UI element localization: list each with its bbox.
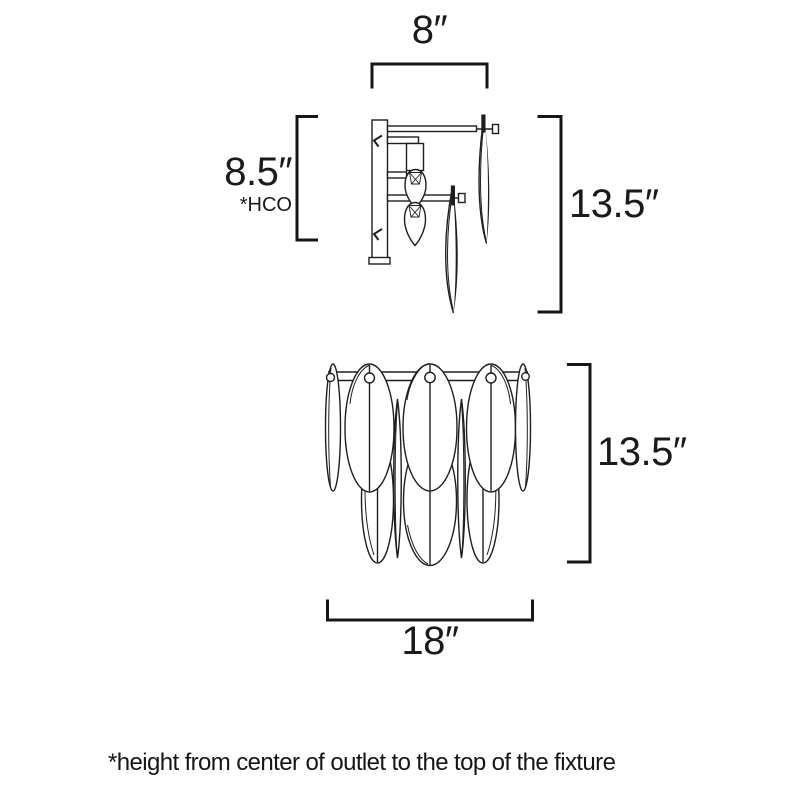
glass-blade-lower [444,185,466,314]
dim-label-hco: 8.5″ *HCO [178,151,292,216]
oval-panel-top-center [402,363,458,492]
oval-panel-top-right [465,363,517,493]
dim-label-front-height: 13.5″ [597,430,687,474]
glass-blade-upper [476,114,500,244]
mounting-arms [386,125,478,202]
dim-bracket-top-width [370,62,489,89]
dim-bracket-side-height [537,115,563,314]
dim-label-hco-value: 8.5″ [224,150,292,194]
dim-label-side-height: 13.5″ [569,182,659,226]
dim-bracket-front-width [326,599,534,622]
dim-bracket-front-height [567,363,592,564]
dim-label-front-width: 18″ [401,619,459,663]
dim-bracket-hco [295,115,318,242]
mounting-hook-icon [372,134,383,241]
candle-bulb-lower [403,201,427,247]
footnote-text: *height from center of outlet to the top… [108,749,616,776]
dim-label-top-width: 8″ [411,8,448,52]
edge-panel-back-right [457,398,466,559]
side-view-drawing [368,114,500,314]
edge-panel-side-left [324,363,342,492]
candle-bulb-upper [404,168,427,209]
front-view-drawing [324,363,532,567]
oval-panel-top-left [344,363,395,493]
wall-plate [368,119,391,265]
edge-panel-side-right [514,363,532,492]
edge-panel-back-left [393,398,402,559]
dim-label-hco-note: *HCO [239,194,292,216]
